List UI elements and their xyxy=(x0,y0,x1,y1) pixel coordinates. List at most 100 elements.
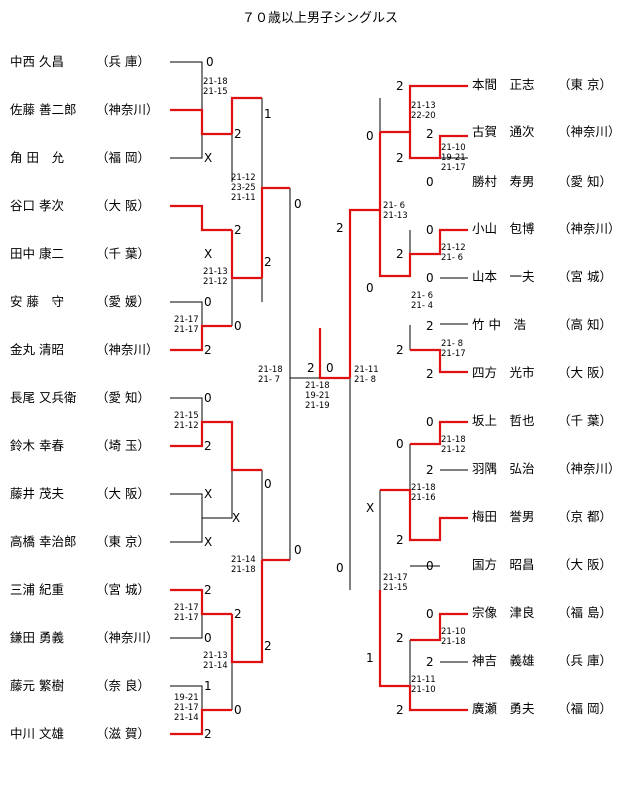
right-player-name: 坂上 哲也 xyxy=(472,413,535,428)
score-value: X xyxy=(204,487,212,501)
set-score: 21-15 xyxy=(174,411,199,421)
score-value: X xyxy=(204,151,212,165)
bracket-lines-red xyxy=(170,84,468,736)
left-player-pref: （埼 玉） xyxy=(96,438,150,453)
right-players: 本間 正志 （東 京） 古賀 通次 （神奈川） 勝村 寿男 （愛 知） 小山 包… xyxy=(472,77,621,716)
right-player-pref: （愛 知） xyxy=(558,174,612,189)
score-value: 2 xyxy=(234,607,242,621)
score-value: 0 xyxy=(294,197,302,211)
set-score: 21-12 xyxy=(441,445,466,455)
set-score: 21-13 xyxy=(411,101,436,111)
set-scores: 21-18 21-15 21-12 23-25 21-11 21-13 21-1… xyxy=(174,77,466,723)
set-score: 21-19 xyxy=(305,401,330,411)
score-value: 0 xyxy=(206,55,214,69)
right-player-pref: （神奈川） xyxy=(558,124,621,139)
match-scores: 0 2 X 1 2 X 0 0 2 2 0 0 2 X X X 0 2 0 2 … xyxy=(204,55,434,741)
set-score: 21-12 xyxy=(203,277,228,287)
left-player-name: 角 田 允 xyxy=(10,150,64,165)
set-score: 21-11 xyxy=(354,365,379,375)
set-score: 21-17 xyxy=(174,315,199,325)
score-value: 2 xyxy=(264,639,272,653)
left-player-name: 高橋 幸治郎 xyxy=(10,534,76,549)
left-player-name: 谷口 孝次 xyxy=(10,198,64,213)
right-player-pref: （神奈川） xyxy=(558,221,621,236)
set-score: 21-17 xyxy=(441,349,466,359)
set-score: 21-17 xyxy=(174,603,199,613)
left-player-name: 藤井 茂夫 xyxy=(10,486,64,501)
score-value: 2 xyxy=(426,655,434,669)
set-score: 21- 7 xyxy=(258,375,280,385)
right-player-name: 梅田 誉男 xyxy=(472,509,535,524)
right-player-pref: （東 京） xyxy=(558,77,612,92)
left-player-name: 田中 康二 xyxy=(10,246,64,261)
left-player-pref: （大 阪） xyxy=(96,486,150,501)
left-player-name: 安 藤 守 xyxy=(10,294,64,309)
right-player-pref: （大 阪） xyxy=(558,365,612,380)
set-score: 21-11 xyxy=(231,193,256,203)
right-player-name: 小山 包博 xyxy=(472,221,535,236)
score-value: 0 xyxy=(426,559,434,573)
left-player-pref: （福 岡） xyxy=(96,150,150,165)
right-player-name: 廣瀬 勇夫 xyxy=(472,701,535,716)
set-score: 21-14 xyxy=(174,713,199,723)
left-player-name: 藤元 繁樹 xyxy=(10,678,64,693)
set-score: 21-13 xyxy=(383,211,408,221)
left-player-pref: （神奈川） xyxy=(96,630,159,645)
score-value: 0 xyxy=(396,437,404,451)
set-score: 21-10 xyxy=(441,627,466,637)
score-value: 0 xyxy=(426,607,434,621)
score-value: 2 xyxy=(204,727,212,741)
set-score: 19-21 xyxy=(174,693,199,703)
left-player-pref: （宮 城） xyxy=(96,582,150,597)
score-value: 2 xyxy=(336,221,344,235)
set-score: 21- 6 xyxy=(411,291,433,301)
score-value: 0 xyxy=(426,271,434,285)
score-value: 0 xyxy=(294,543,302,557)
set-score: 21-12 xyxy=(231,173,256,183)
score-value: 2 xyxy=(264,255,272,269)
score-value: 0 xyxy=(366,281,374,295)
score-value: X xyxy=(204,535,212,549)
score-value: 0 xyxy=(234,703,242,717)
set-score: 23-25 xyxy=(231,183,256,193)
left-player-pref: （神奈川） xyxy=(96,342,159,357)
score-value: 2 xyxy=(396,703,404,717)
right-player-name: 竹 中 浩 xyxy=(472,317,526,332)
set-score: 21- 8 xyxy=(441,339,463,349)
left-player-pref: （滋 賀） xyxy=(96,726,150,741)
left-player-pref: （東 京） xyxy=(96,534,150,549)
score-value: 2 xyxy=(204,583,212,597)
set-score: 21-17 xyxy=(383,573,408,583)
score-value: 2 xyxy=(204,343,212,357)
right-player-name: 神吉 義雄 xyxy=(472,653,535,668)
score-value: 2 xyxy=(234,223,242,237)
score-value: 2 xyxy=(396,343,404,357)
set-score: 21-11 xyxy=(411,675,436,685)
left-player-pref: （大 阪） xyxy=(96,198,150,213)
right-player-name: 国方 昭昌 xyxy=(472,557,535,572)
set-score: 21- 6 xyxy=(441,253,463,263)
set-score: 21- 8 xyxy=(354,375,376,385)
score-value: 0 xyxy=(234,319,242,333)
right-player-pref: （千 葉） xyxy=(558,413,612,428)
right-player-pref: （福 島） xyxy=(558,605,612,620)
set-score: 21- 4 xyxy=(411,301,433,311)
right-player-pref: （福 岡） xyxy=(558,701,612,716)
score-value: 2 xyxy=(396,247,404,261)
set-score: 21-17 xyxy=(441,163,466,173)
right-player-name: 羽隅 弘治 xyxy=(472,461,535,476)
score-value: 2 xyxy=(234,127,242,141)
score-value: 2 xyxy=(396,631,404,645)
score-value: 0 xyxy=(426,415,434,429)
right-player-name: 山本 一夫 xyxy=(472,269,535,284)
left-player-pref: （兵 庫） xyxy=(96,54,150,69)
score-value: 2 xyxy=(307,361,315,375)
set-score: 21-10 xyxy=(411,685,436,695)
set-score: 21-16 xyxy=(411,493,436,503)
right-player-pref: （京 都） xyxy=(558,509,612,524)
set-score: 21-13 xyxy=(203,267,228,277)
set-score: 21-18 xyxy=(441,637,466,647)
score-value: 1 xyxy=(264,107,272,121)
left-player-name: 三浦 紀重 xyxy=(10,582,64,597)
